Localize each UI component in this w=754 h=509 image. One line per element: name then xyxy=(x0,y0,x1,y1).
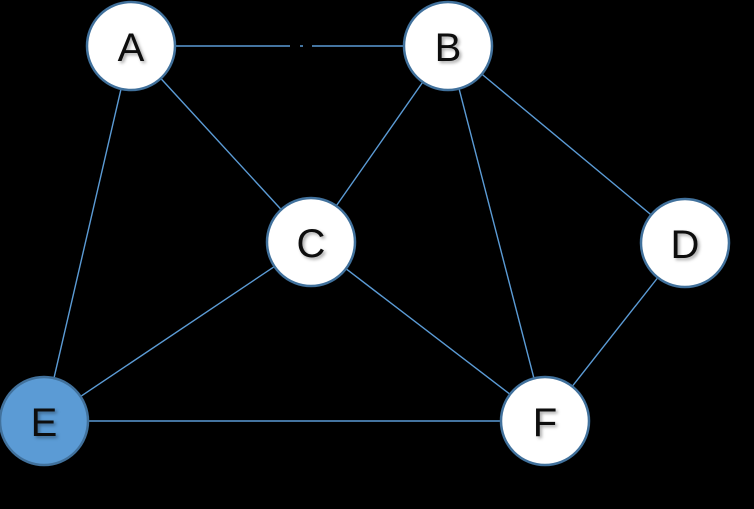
node-D-label: D xyxy=(671,223,700,267)
node-E-highlighted xyxy=(0,375,90,467)
edge-B-D xyxy=(482,74,651,215)
node-C xyxy=(265,196,357,288)
edge-B-F xyxy=(458,89,535,378)
node-A xyxy=(85,0,177,92)
node-B-label: B xyxy=(435,26,462,70)
edge-D-F xyxy=(572,277,658,387)
edge-C-F xyxy=(346,268,510,395)
edge-break-mark-A-B-1 xyxy=(303,42,312,50)
node-A-label: A xyxy=(118,26,145,70)
edge-break-mark-A-B-0 xyxy=(290,42,300,50)
node-F xyxy=(499,375,591,467)
edge-C-E xyxy=(80,266,275,397)
node-B xyxy=(402,0,494,92)
node-F-label: F xyxy=(533,401,557,445)
edge-A-C xyxy=(160,78,282,210)
node-C-label: C xyxy=(297,222,326,266)
node-D xyxy=(639,197,731,289)
node-E-label: E xyxy=(31,401,58,445)
edge-A-E xyxy=(53,89,122,378)
edge-B-C xyxy=(336,82,423,206)
